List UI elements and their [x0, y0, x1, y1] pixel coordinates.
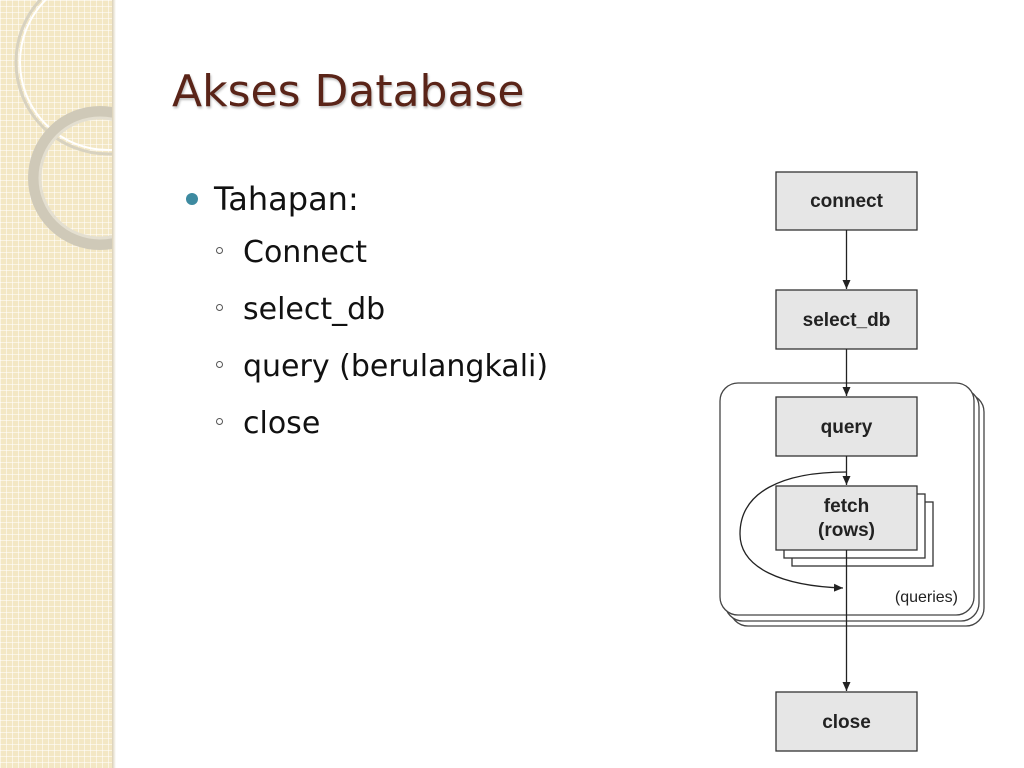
subitem-close: close — [186, 395, 548, 452]
connect-node: connect — [775, 171, 918, 231]
close-node: close — [775, 691, 918, 752]
connect-label: connect — [810, 191, 884, 212]
fetch-rows-label: (rows) — [818, 520, 875, 541]
ring-bullet-icon — [216, 361, 223, 368]
decorative-circles — [14, 0, 112, 250]
slide-title: Akses Database — [172, 66, 525, 117]
subitem-text: Connect — [243, 235, 368, 270]
select-db-node: select_db — [775, 289, 918, 350]
subitem-text: close — [243, 406, 321, 441]
close-label: close — [822, 712, 871, 733]
subitem-query: query (berulangkali) — [186, 338, 548, 395]
query-label: query — [821, 417, 873, 438]
fetch-label: fetch — [824, 496, 869, 517]
subitem-text: select_db — [243, 292, 386, 327]
ring-bullet-icon — [216, 418, 223, 425]
bullet-text: Tahapan: — [214, 180, 359, 218]
ring-bullet-icon — [216, 247, 223, 254]
loop-arrow — [739, 471, 847, 592]
query-node: query — [775, 396, 918, 457]
select-db-label: select_db — [803, 310, 891, 331]
subitem-connect: Connect — [186, 224, 548, 281]
bullet-item: Tahapan: — [186, 174, 548, 224]
bullet-list: Tahapan: Connect select_db query (berula… — [186, 174, 548, 452]
flow-diagram: (queries) connect select_db query fetch … — [719, 171, 985, 752]
ring-bullet-icon — [216, 304, 223, 311]
bullet-dot-icon — [186, 193, 198, 205]
side-band-edge — [112, 0, 116, 768]
subitem-text: query (berulangkali) — [243, 349, 549, 384]
queries-label: (queries) — [895, 589, 958, 606]
subitem-select-db: select_db — [186, 281, 548, 338]
fetch-node: fetch (rows) — [775, 485, 934, 567]
decorative-side-band — [0, 0, 112, 768]
